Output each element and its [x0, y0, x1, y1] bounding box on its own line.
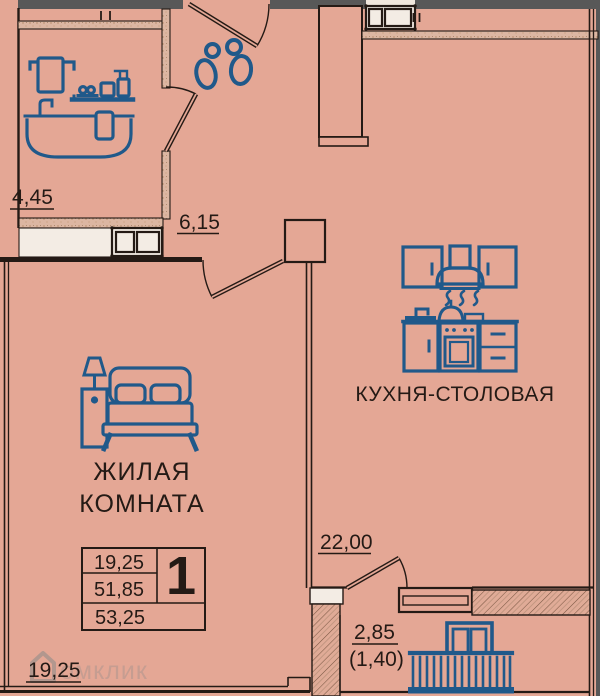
hatched-wall-left: [311, 603, 341, 696]
kitchen-set-icon: [401, 244, 519, 373]
double-bed-icon: [80, 356, 200, 453]
balcony-window: [397, 586, 474, 614]
vent-shaft-left: [110, 226, 164, 258]
balcony-area-label: 2,85: [354, 621, 395, 644]
balcony-door: [345, 556, 408, 590]
labels: 4,45 6,15 22,00 2,85 (1,40) 19,25 ЖИЛАЯ …: [10, 186, 554, 683]
entrance-door: [187, 2, 270, 48]
doors: [163, 2, 408, 590]
living-dimension-label: 19,25: [28, 659, 81, 682]
info-table: 19,25 51,85 53,25 1: [81, 546, 206, 631]
watermark-text: омклик: [60, 657, 148, 685]
watermark: омклик: [30, 651, 148, 685]
balcony-railing-icon: [407, 621, 515, 694]
table-area-without-balcony: 51,85: [94, 579, 144, 601]
living-room-label-line2: КОМНАТА: [79, 490, 204, 518]
bathtub-icon: [23, 56, 136, 159]
living-room-door: [202, 258, 285, 300]
bathroom-door: [163, 86, 199, 153]
table-living-area: 19,25: [94, 552, 144, 574]
walls: [0, 4, 599, 696]
hallway-area-label: 6,15: [179, 211, 220, 234]
slippers-icon: [194, 38, 254, 90]
rooms-count: 1: [166, 546, 196, 606]
balcony-area-reduced-label: (1,40): [349, 648, 404, 671]
kitchen-label: КУХНЯ-СТОЛОВАЯ: [355, 383, 554, 406]
living-room-label-line1: ЖИЛАЯ: [93, 458, 190, 486]
table-total-area: 53,25: [95, 607, 145, 629]
cut-strip-top: [18, 0, 596, 9]
bathroom-area-label: 4,45: [12, 186, 53, 209]
cut-strip-right: [596, 0, 600, 696]
kitchen-dimension-label: 22,00: [320, 531, 373, 554]
house-icon: [30, 651, 56, 683]
vent-shaft-right: [364, 4, 417, 31]
hatched-wall-right: [471, 589, 591, 616]
